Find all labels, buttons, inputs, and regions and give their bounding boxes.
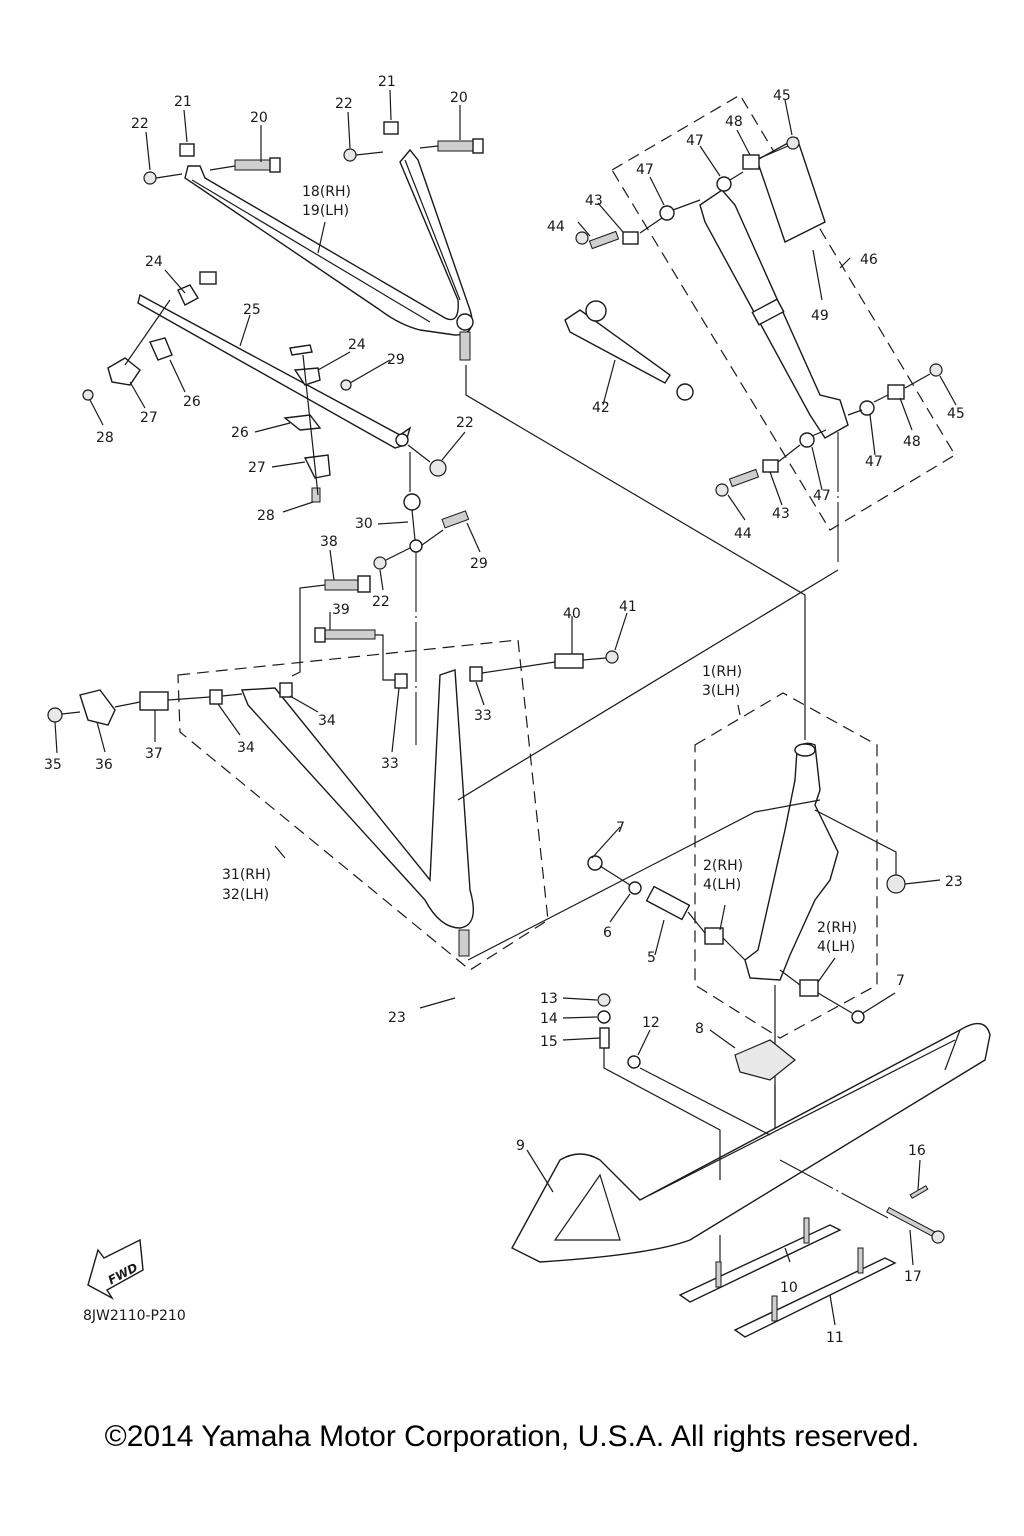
callout-22: 22	[131, 116, 149, 132]
spindle-hardware	[587, 809, 906, 1185]
callout-41: 41	[619, 599, 637, 615]
callout-18-rh: 18(RH)	[302, 184, 351, 200]
callout-32-lh: 32(LH)	[222, 887, 269, 903]
callout-27: 27	[140, 410, 158, 426]
callout-49: 49	[811, 308, 829, 324]
callout-23: 23	[388, 1010, 406, 1026]
callout-2-rh: 2(RH)	[817, 920, 857, 936]
link-rod[interactable]	[373, 452, 470, 745]
leader-lines	[54, 89, 957, 1326]
callout-16: 16	[908, 1143, 926, 1159]
callout-15: 15	[540, 1034, 558, 1050]
callout-34: 34	[318, 713, 336, 729]
callout-35: 35	[44, 757, 62, 773]
callout-19-lh: 19(LH)	[302, 203, 349, 219]
callout-9: 9	[516, 1138, 525, 1154]
fwd-arrow-icon: FWD	[87, 1238, 144, 1300]
callout-3-lh: 3(LH)	[702, 683, 740, 699]
shock-assembly-boundary	[611, 94, 956, 531]
connection-lines	[457, 365, 839, 961]
callout-38: 38	[320, 534, 338, 550]
callout-4-lh: 4(LH)	[703, 877, 741, 893]
spindle-assembly-boundary	[694, 692, 878, 1039]
callout-47: 47	[686, 133, 704, 149]
callout-45: 45	[773, 88, 791, 104]
callout-labels: 22 21 20 22 21 20 18(RH) 19(LH) 24 25 24…	[44, 74, 965, 1346]
callout-7: 7	[616, 820, 625, 836]
callout-17: 17	[904, 1269, 922, 1285]
callout-31-rh: 31(RH)	[222, 867, 271, 883]
lower-a-arm[interactable]	[240, 669, 474, 957]
callout-44: 44	[734, 526, 752, 542]
callout-29: 29	[470, 556, 488, 572]
callout-33: 33	[474, 708, 492, 724]
ski[interactable]	[511, 1022, 991, 1263]
callout-44: 44	[547, 219, 565, 235]
callout-47: 47	[865, 454, 883, 470]
callout-47: 47	[813, 488, 831, 504]
callout-25: 25	[243, 302, 261, 318]
callout-20: 20	[250, 110, 268, 126]
upper-a-arm[interactable]	[184, 148, 474, 361]
callout-40: 40	[563, 606, 581, 622]
callout-21: 21	[378, 74, 396, 90]
callout-6: 6	[603, 925, 612, 941]
callout-21: 21	[174, 94, 192, 110]
callout-48: 48	[903, 434, 921, 450]
ski-pad-8	[734, 1039, 796, 1081]
lower-arm-assembly-boundary	[177, 639, 549, 971]
callout-26: 26	[183, 394, 201, 410]
part-42[interactable]	[564, 300, 694, 401]
callout-24: 24	[348, 337, 366, 353]
shock-hardware	[575, 136, 943, 565]
callout-24: 24	[145, 254, 163, 270]
shock-label-sticker	[756, 136, 826, 243]
ski-hardware	[597, 993, 945, 1338]
callout-30: 30	[355, 516, 373, 532]
callout-39: 39	[332, 602, 350, 618]
callout-8: 8	[695, 1021, 704, 1037]
callout-22: 22	[335, 96, 353, 112]
upper-arm-hardware	[143, 121, 484, 185]
callout-33: 33	[381, 756, 399, 772]
callout-27: 27	[248, 460, 266, 476]
callout-43: 43	[585, 193, 603, 209]
callout-34: 34	[237, 740, 255, 756]
callout-22: 22	[456, 415, 474, 431]
parts-diagram: 22 21 20 22 21 20 18(RH) 19(LH) 24 25 24…	[44, 74, 991, 1346]
callout-20: 20	[450, 90, 468, 106]
callout-7: 7	[896, 973, 905, 989]
callout-28: 28	[257, 508, 275, 524]
callout-2-rh: 2(RH)	[703, 858, 743, 874]
callout-1-rh: 1(RH)	[702, 664, 742, 680]
wear-bar-11	[733, 1257, 897, 1338]
callout-12: 12	[642, 1015, 660, 1031]
drawing-code: 8JW2110-P210	[83, 1308, 186, 1324]
callout-37: 37	[145, 746, 163, 762]
callout-5: 5	[647, 950, 656, 966]
callout-22: 22	[372, 594, 390, 610]
callout-28: 28	[96, 430, 114, 446]
callout-23: 23	[945, 874, 963, 890]
callout-48: 48	[725, 114, 743, 130]
callout-46: 46	[860, 252, 878, 268]
callout-13: 13	[540, 991, 558, 1007]
callout-26: 26	[231, 425, 249, 441]
callout-10: 10	[780, 1280, 798, 1296]
callout-36: 36	[95, 757, 113, 773]
copyright-notice: ©2014 Yamaha Motor Corporation, U.S.A. A…	[104, 1420, 920, 1453]
shock-absorber[interactable]	[699, 136, 849, 439]
callout-47: 47	[636, 162, 654, 178]
callout-4-lh: 4(LH)	[817, 939, 855, 955]
lower-arm-hardware	[47, 575, 619, 726]
callout-11: 11	[826, 1330, 844, 1346]
callout-43: 43	[772, 506, 790, 522]
callout-42: 42	[592, 400, 610, 416]
stabilizer-bar[interactable]	[137, 293, 412, 449]
callout-45: 45	[947, 406, 965, 422]
callout-29: 29	[387, 352, 405, 368]
callout-14: 14	[540, 1011, 558, 1027]
stabilizer-clamps	[82, 271, 447, 503]
spindle[interactable]	[744, 640, 839, 981]
